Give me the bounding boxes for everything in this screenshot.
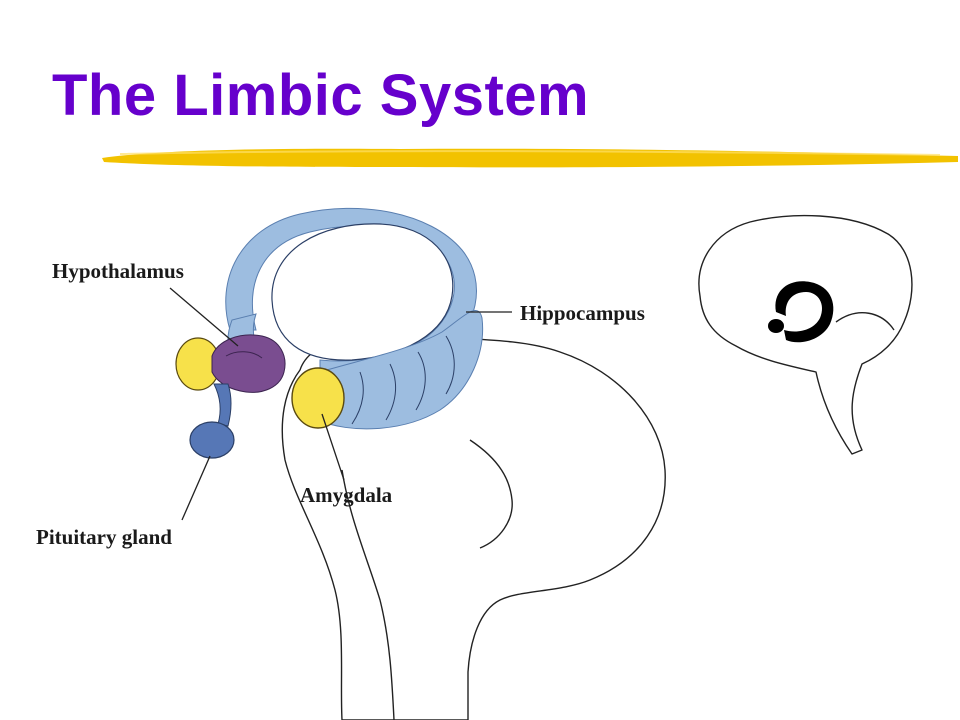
label-amygdala: Amygdala [300,483,393,507]
hippocampus-segment [445,335,455,395]
slide-title: The Limbic System [52,63,590,128]
pituitary-gland [189,421,235,459]
hippocampus-shape [317,310,484,430]
amygdala-leader-line [321,413,345,481]
hippocampus-body [317,310,484,430]
inset-hypothalamus-dot [768,319,784,333]
cerebellum-fold [469,439,513,549]
inset-brain-view [698,214,913,455]
hypothalamus-detail [225,351,263,359]
label-pituitary-gland: Pituitary gland [36,525,172,549]
inset-limbic-region [775,281,834,343]
inset-cerebellum-line [835,312,895,331]
amygdala-right [291,367,345,429]
title-underline-brushstroke [102,148,958,168]
label-hypothalamus: Hypothalamus [52,259,184,283]
fornix-inner-hole [271,223,454,361]
hypothalamus [211,334,286,393]
underline-stroke-highlight [119,150,941,156]
hippocampus-segment [385,363,396,421]
pituitary-stalk [213,383,232,427]
hippocampus-segment [351,371,364,425]
pituitary-leader-line [181,455,211,521]
label-hippocampus: Hippocampus [520,301,645,325]
hippocampus-segment [415,351,426,411]
brainstem-fold [341,469,395,720]
hypothalamus-leader-line [169,287,239,347]
